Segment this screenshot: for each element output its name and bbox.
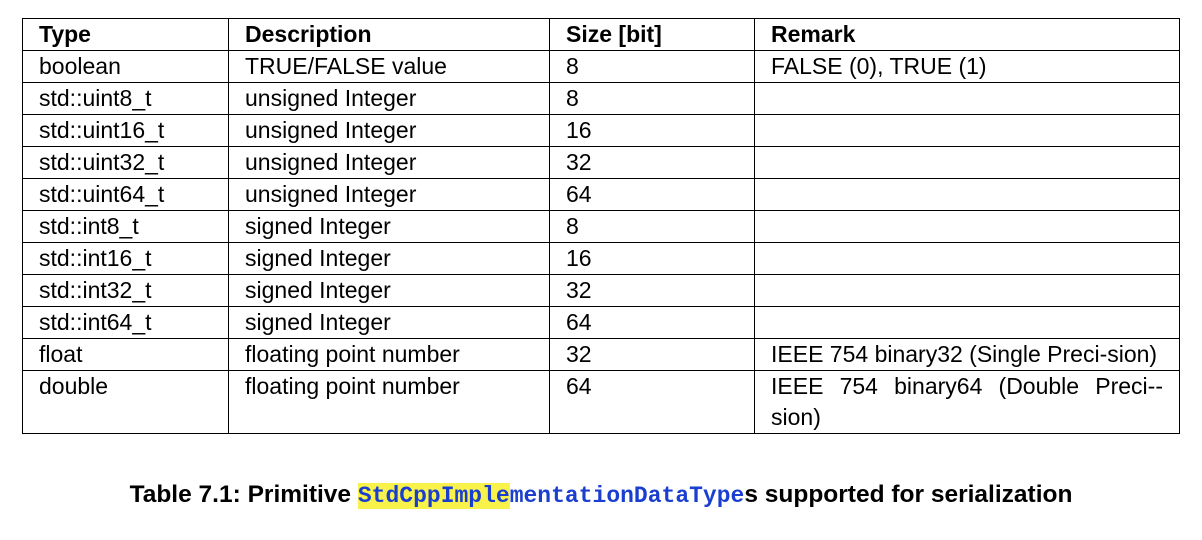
table-header-row: Type Description Size [bit] Remark <box>22 18 1180 51</box>
cell-type: std::int64_t <box>22 306 229 339</box>
primitive-types-table: Type Description Size [bit] Remark boole… <box>22 18 1180 434</box>
cell-description: unsigned Integer <box>228 146 550 179</box>
table-row: std::int8_t signed Integer 8 <box>22 210 1180 243</box>
cell-remark: IEEE 754 binary32 (Single Preci-­sion) <box>754 338 1180 371</box>
cell-size: 64 <box>549 370 755 434</box>
table-row: float floating point number 32 IEEE 754 … <box>22 338 1180 371</box>
table-row: std::uint64_t unsigned Integer 64 <box>22 178 1180 211</box>
cell-type: std::int16_t <box>22 242 229 275</box>
cell-size: 32 <box>549 146 755 179</box>
cell-type: std::int8_t <box>22 210 229 243</box>
cell-size: 64 <box>549 178 755 211</box>
cell-size: 16 <box>549 242 755 275</box>
table-caption: Table 7.1: Primitive StdCppImplementatio… <box>0 479 1202 512</box>
cell-remark <box>754 274 1180 307</box>
header-remark: Remark <box>754 18 1180 51</box>
caption-prefix: Table 7.1: Primitive <box>129 481 358 508</box>
table-row: std::uint8_t unsigned Integer 8 <box>22 82 1180 115</box>
data-types-table-container: Type Description Size [bit] Remark boole… <box>22 18 1180 434</box>
cell-description: floating point number <box>228 370 550 434</box>
header-type: Type <box>22 18 229 51</box>
cell-remark <box>754 242 1180 275</box>
cell-size: 8 <box>549 50 755 83</box>
cell-remark <box>754 306 1180 339</box>
table-row: std::uint16_t unsigned Integer 16 <box>22 114 1180 147</box>
header-description: Description <box>228 18 550 51</box>
cell-remark <box>754 114 1180 147</box>
caption-code-highlighted: StdCppImple <box>357 483 510 509</box>
cell-type: double <box>22 370 229 434</box>
cell-type: std::uint16_t <box>22 114 229 147</box>
caption-suffix: s supported for serialization <box>744 481 1073 508</box>
table-row: std::int64_t signed Integer 64 <box>22 306 1180 339</box>
cell-size: 8 <box>549 82 755 115</box>
cell-type: std::uint8_t <box>22 82 229 115</box>
cell-description: signed Integer <box>228 242 550 275</box>
caption-code-rest: mentationDataType <box>509 483 745 509</box>
table-row: boolean TRUE/FALSE value 8 FALSE (0), TR… <box>22 50 1180 83</box>
cell-type: std::uint32_t <box>22 146 229 179</box>
cell-type: std::int32_t <box>22 274 229 307</box>
cell-size: 32 <box>549 338 755 371</box>
cell-type: float <box>22 338 229 371</box>
cell-type: boolean <box>22 50 229 83</box>
table-row: std::int32_t signed Integer 32 <box>22 274 1180 307</box>
cell-size: 16 <box>549 114 755 147</box>
table-row: std::uint32_t unsigned Integer 32 <box>22 146 1180 179</box>
data-type-link[interactable]: StdCppImplementationDataType <box>357 483 745 509</box>
header-size: Size [bit] <box>549 18 755 51</box>
cell-description: TRUE/FALSE value <box>228 50 550 83</box>
table-row: std::int16_t signed Integer 16 <box>22 242 1180 275</box>
cell-remark <box>754 82 1180 115</box>
cell-remark <box>754 146 1180 179</box>
cell-description: floating point number <box>228 338 550 371</box>
cell-description: signed Integer <box>228 210 550 243</box>
cell-description: unsigned Integer <box>228 114 550 147</box>
cell-description: signed Integer <box>228 274 550 307</box>
cell-remark <box>754 210 1180 243</box>
cell-description: unsigned Integer <box>228 178 550 211</box>
cell-size: 32 <box>549 274 755 307</box>
cell-type: std::uint64_t <box>22 178 229 211</box>
cell-description: unsigned Integer <box>228 82 550 115</box>
cell-description: signed Integer <box>228 306 550 339</box>
cell-remark <box>754 178 1180 211</box>
cell-size: 64 <box>549 306 755 339</box>
cell-remark: FALSE (0), TRUE (1) <box>754 50 1180 83</box>
cell-remark: IEEE 754 binary64 (Double Preci-­sion) <box>754 370 1180 434</box>
cell-size: 8 <box>549 210 755 243</box>
table-row: double floating point number 64 IEEE 754… <box>22 370 1180 434</box>
